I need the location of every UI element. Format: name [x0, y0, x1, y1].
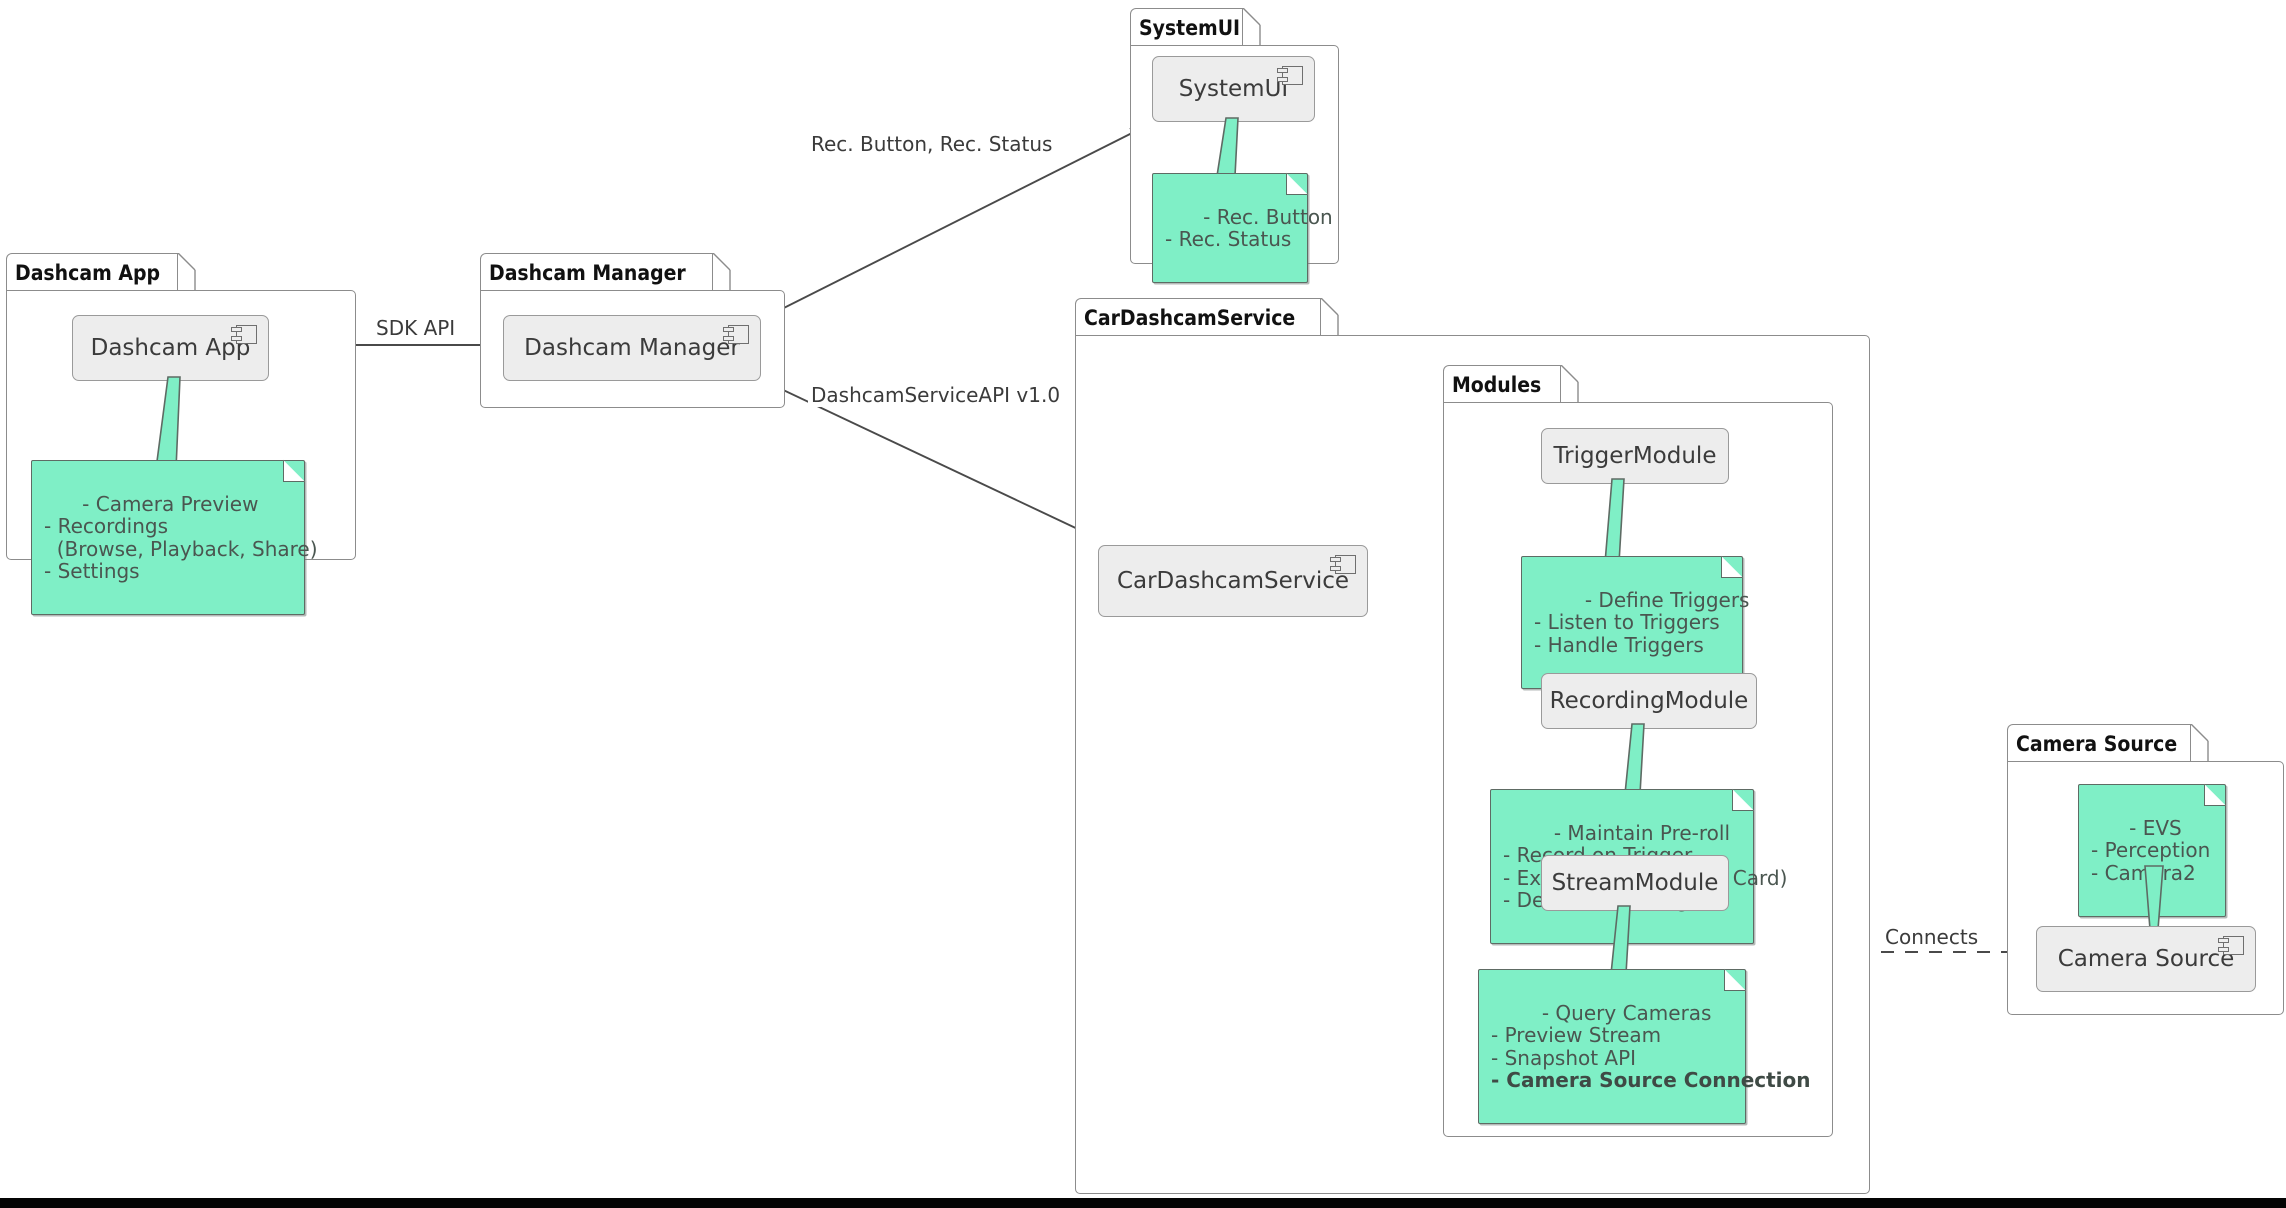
- package-title: Camera Source: [2016, 731, 2178, 756]
- component-label: CarDashcamService: [1116, 568, 1350, 594]
- note-text: - Define Triggers - Listen to Triggers -…: [1534, 587, 1750, 657]
- component-systemui[interactable]: SystemUI: [1152, 56, 1315, 122]
- note-fold-icon: [1731, 788, 1755, 812]
- component-label: Dashcam App: [90, 335, 251, 361]
- package-tab: CarDashcamService: [1075, 298, 1321, 336]
- package-tab-corner: [1321, 298, 1339, 336]
- package-tab: SystemUI: [1130, 8, 1243, 46]
- package-dashcam-manager: Dashcam Manager Dashcam Manager: [480, 253, 785, 408]
- component-label: Dashcam Manager: [524, 335, 740, 361]
- note-trigger-module: - Define Triggers - Listen to Triggers -…: [1521, 555, 1749, 689]
- edge-label-rec-button-status: Rec. Button, Rec. Status: [808, 132, 1056, 156]
- package-title: CarDashcamService: [1084, 305, 1296, 330]
- package-tab: Camera Source: [2007, 724, 2191, 762]
- note-fold-icon: [1720, 555, 1744, 579]
- component-cardashcamservice[interactable]: CarDashcamService: [1098, 545, 1368, 617]
- note-fold-icon: [1285, 172, 1309, 196]
- edge-rec-button-status: [759, 127, 1143, 321]
- package-tab: Dashcam App: [6, 253, 178, 291]
- package-cardashcamservice: CarDashcamService CarDashcamService Modu…: [1075, 298, 1870, 1194]
- package-modules: Modules TriggerModule - Define Triggers …: [1443, 365, 1833, 1137]
- package-title: Dashcam App: [15, 260, 161, 285]
- component-trigger-module[interactable]: TriggerModule: [1541, 428, 1729, 484]
- component-dashcam-manager[interactable]: Dashcam Manager: [503, 315, 761, 381]
- package-tab-corner: [2191, 724, 2209, 762]
- component-icon: [1330, 555, 1356, 574]
- note-text: - Camera Preview - Recordings (Browse, P…: [44, 491, 318, 583]
- component-label: Camera Source: [2057, 946, 2235, 972]
- note-text: - Query Cameras - Preview Stream - Snaps…: [1491, 1000, 1811, 1092]
- component-label: SystemUI: [1178, 76, 1289, 102]
- component-label: TriggerModule: [1553, 443, 1717, 469]
- package-tab-corner: [1243, 8, 1261, 46]
- component-recording-module[interactable]: RecordingModule: [1541, 673, 1757, 729]
- component-stream-module[interactable]: StreamModule: [1541, 855, 1729, 911]
- edge-label-dashcam-service-api: DashcamServiceAPI v1.0: [808, 383, 1064, 407]
- component-icon: [231, 325, 257, 344]
- package-title: SystemUI: [1139, 15, 1241, 40]
- note-fold-icon: [282, 459, 306, 483]
- note-fold-icon: [2203, 783, 2227, 807]
- component-icon: [1277, 66, 1303, 85]
- component-label: StreamModule: [1551, 870, 1719, 896]
- package-tab-corner: [713, 253, 731, 291]
- edge-label-connects: Connects: [1882, 925, 1982, 949]
- package-dashcam-app: Dashcam App Dashcam App - Camera Preview…: [6, 253, 356, 615]
- component-icon: [2218, 936, 2244, 955]
- note-fold-icon: [1723, 968, 1747, 992]
- package-tab: Dashcam Manager: [480, 253, 713, 291]
- package-title: Dashcam Manager: [489, 260, 686, 285]
- package-systemui: SystemUI SystemUI - Rec. Button - Rec. S…: [1130, 8, 1339, 283]
- package-tab-corner: [1561, 365, 1579, 403]
- component-icon: [723, 325, 749, 344]
- component-camera-source[interactable]: Camera Source: [2036, 926, 2256, 992]
- package-tab-corner: [178, 253, 196, 291]
- component-dashcam-app[interactable]: Dashcam App: [72, 315, 269, 381]
- note-dashcam-app: - Camera Preview - Recordings (Browse, P…: [31, 459, 318, 615]
- package-title: Modules: [1452, 372, 1542, 397]
- package-camera-source: Camera Source - EVS - Perception - Camer…: [2007, 724, 2284, 1015]
- note-systemui: - Rec. Button - Rec. Status: [1152, 172, 1333, 283]
- note-text: - Rec. Button - Rec. Status: [1165, 204, 1333, 251]
- component-label: RecordingModule: [1549, 688, 1749, 714]
- bottom-bar: [0, 1198, 2286, 1208]
- package-tab: Modules: [1443, 365, 1561, 403]
- note-stream-module: - Query Cameras - Preview Stream - Snaps…: [1478, 968, 1811, 1124]
- edge-label-sdk-api: SDK API: [373, 316, 459, 340]
